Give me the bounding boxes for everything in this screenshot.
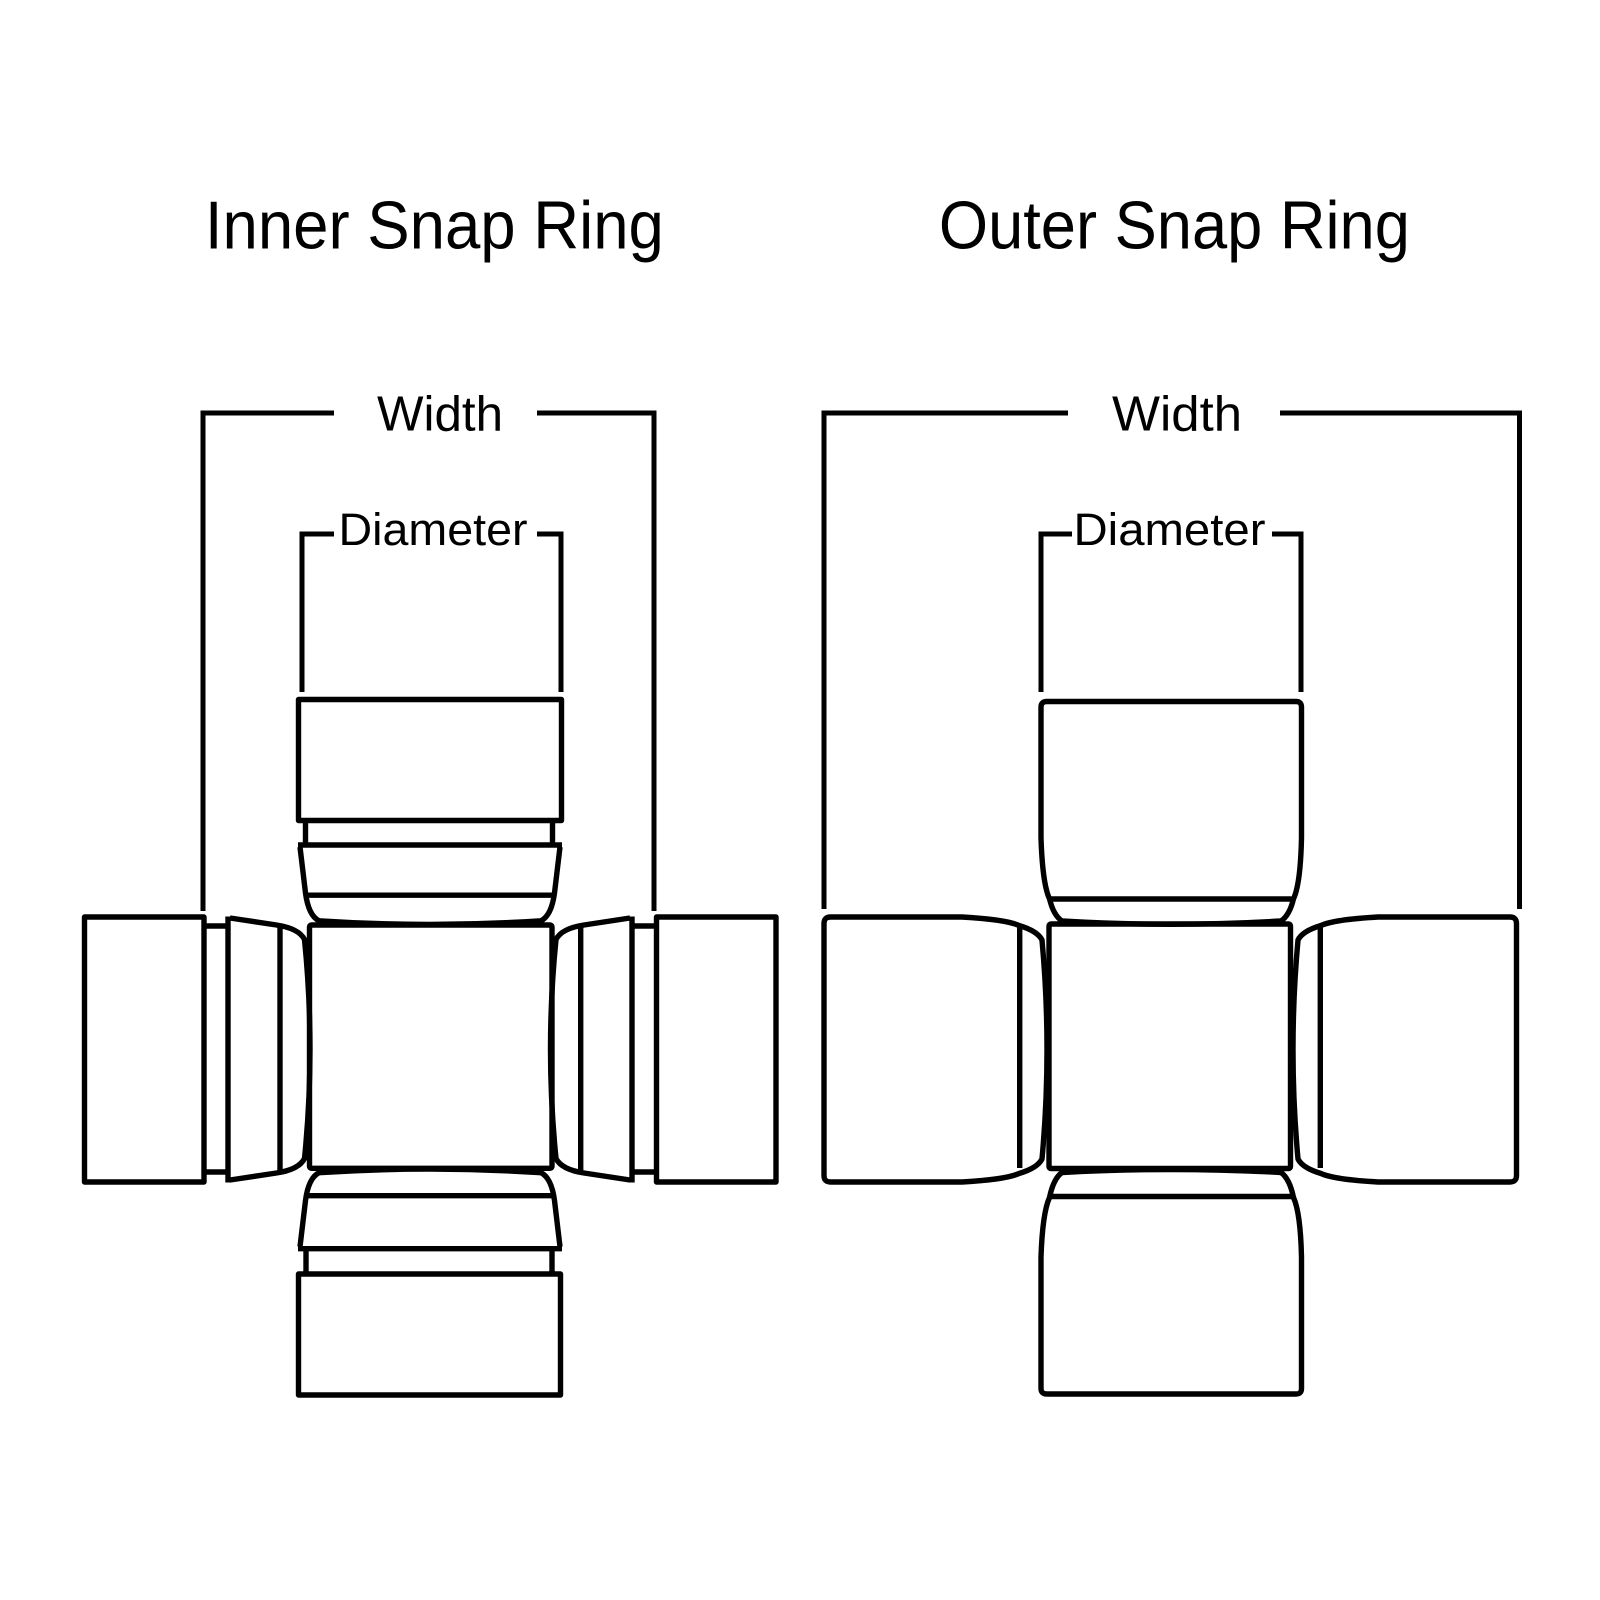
svg-text:Width: Width [377,388,503,442]
svg-text:Outer Snap Ring: Outer Snap Ring [939,188,1410,264]
svg-text:Diameter: Diameter [1074,504,1266,555]
svg-text:Inner Snap Ring: Inner Snap Ring [205,188,664,264]
svg-text:Diameter: Diameter [339,504,528,555]
svg-text:Width: Width [1112,388,1242,442]
